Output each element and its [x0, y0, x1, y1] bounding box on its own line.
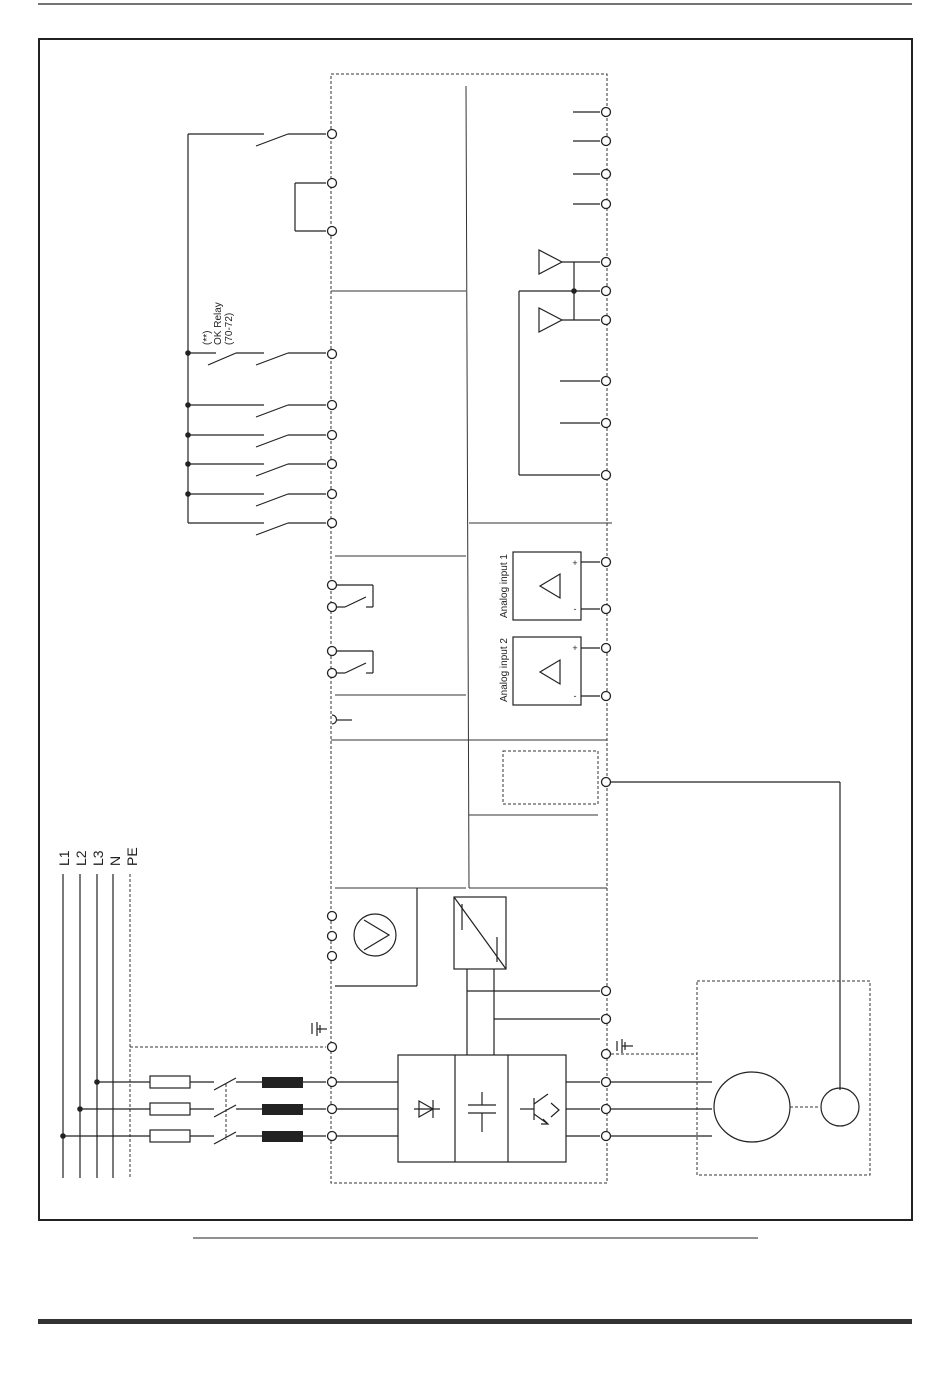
- analog-input-1-block: + -: [513, 552, 611, 620]
- encoder-icon: [821, 1088, 859, 1126]
- internal-dividers: [331, 86, 612, 888]
- relay-name: OK Relay: [213, 302, 224, 345]
- digital-input-switches: [185, 350, 336, 536]
- ai2-minus: -: [574, 691, 577, 701]
- fan-unit: [328, 888, 418, 986]
- motor-enclosure: [697, 981, 870, 1175]
- option-module: [503, 751, 840, 1090]
- mains-input-l2: [77, 1103, 336, 1117]
- jumper-link: [295, 179, 337, 236]
- motor-output-terminals: [566, 1039, 712, 1141]
- dc-dc-supply: [454, 897, 611, 1055]
- mains-input-l3: [60, 1130, 336, 1144]
- pe-ground-link: [130, 1022, 337, 1052]
- drive-enclosure: [331, 74, 607, 1183]
- ai2-plus: +: [572, 643, 577, 653]
- inverter-transistor-icon: [520, 1094, 559, 1124]
- internal-relay-contacts: [328, 581, 374, 678]
- mains-input-l1: [94, 1076, 336, 1090]
- label-l3: L3: [90, 850, 106, 866]
- footer-bar: [38, 1319, 912, 1324]
- relay-note: (**): [202, 331, 213, 345]
- ok-relay-label: (**) OK Relay (70-72): [202, 299, 235, 345]
- analog-input-2-label: Analog input 2: [499, 638, 510, 702]
- analog-input-1-label: Analog input 1: [499, 554, 510, 618]
- label-l2: L2: [73, 850, 89, 866]
- diagram-frame: [39, 39, 912, 1220]
- capacitor-icon: [468, 1092, 496, 1132]
- label-l1: L1: [56, 850, 72, 866]
- supply-labels: L1 L2 L3 N PE: [56, 847, 140, 866]
- label-pe: PE: [124, 847, 140, 866]
- ai1-plus: +: [572, 558, 577, 568]
- ai1-minus: -: [574, 604, 577, 614]
- supply-lines: [63, 874, 130, 1178]
- rectifier-icon: [414, 1100, 440, 1118]
- output-amplifiers: [519, 250, 611, 480]
- motor-icon: [714, 1072, 790, 1142]
- label-n: N: [107, 856, 123, 866]
- relay-terminals: (70-72): [224, 313, 235, 345]
- right-terminals-top: [573, 108, 611, 209]
- analog-input-2-block: + -: [513, 637, 611, 705]
- half-terminal: [332, 715, 352, 724]
